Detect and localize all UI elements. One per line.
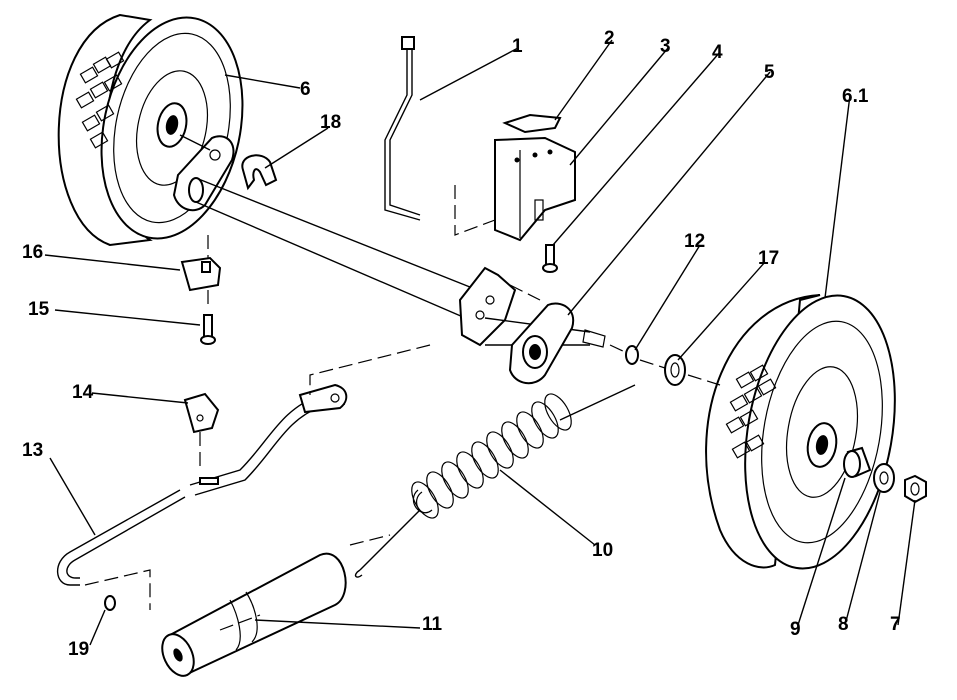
callout-4: 4 xyxy=(712,42,723,63)
handle-rod-13 xyxy=(56,489,186,586)
screw-4 xyxy=(542,244,558,273)
right-wheel xyxy=(705,294,896,570)
lever-rod-cap xyxy=(401,36,415,50)
callout-18: 18 xyxy=(320,112,341,133)
washer-8 xyxy=(873,463,895,493)
callout-6: 6 xyxy=(300,79,311,100)
callout-5: 5 xyxy=(764,62,775,83)
link-rod xyxy=(189,383,348,496)
clip-18 xyxy=(241,154,278,191)
callout-8: 8 xyxy=(838,614,849,635)
mounting-bracket-3 xyxy=(494,136,576,242)
callout-11: 11 xyxy=(422,614,443,635)
screw-15 xyxy=(200,314,216,345)
callout-7: 7 xyxy=(890,614,901,635)
callout-10: 10 xyxy=(592,540,613,561)
right-axle-bracket xyxy=(484,302,606,385)
callout-9: 9 xyxy=(790,619,801,640)
callout-2: 2 xyxy=(604,28,615,49)
callout-12: 12 xyxy=(684,231,705,252)
leader-lines xyxy=(44,39,916,646)
callout-1: 1 xyxy=(512,36,523,57)
left-wheel xyxy=(57,13,244,247)
axle-tube xyxy=(188,177,491,321)
washer-19 xyxy=(104,595,116,611)
callout-14: 14 xyxy=(72,382,94,403)
callout-labels: 1 2 3 4 5 6 6.1 7 8 9 10 11 12 13 14 15 … xyxy=(22,28,901,660)
left-tread-pattern xyxy=(75,51,125,149)
nut-7 xyxy=(904,474,927,504)
right-tread-pattern xyxy=(725,364,777,459)
callout-19: 19 xyxy=(68,639,89,660)
callout-15: 15 xyxy=(28,299,50,320)
callout-3: 3 xyxy=(660,36,671,57)
washer-17 xyxy=(664,354,686,386)
washer-12 xyxy=(625,345,639,365)
clip-bracket-14 xyxy=(183,392,220,434)
height-adjust-plate xyxy=(458,266,517,347)
callout-6-1: 6.1 xyxy=(842,86,869,107)
grip-tube-11 xyxy=(161,552,347,677)
assembly-lines xyxy=(84,185,721,631)
spring-10 xyxy=(354,384,636,578)
bushing-9 xyxy=(843,446,872,478)
callout-13: 13 xyxy=(22,440,43,461)
spring-clip-2 xyxy=(502,113,562,134)
lever-rod-1 xyxy=(384,40,421,221)
block-16 xyxy=(180,256,222,292)
callout-16: 16 xyxy=(22,242,43,263)
callout-17: 17 xyxy=(758,248,779,269)
